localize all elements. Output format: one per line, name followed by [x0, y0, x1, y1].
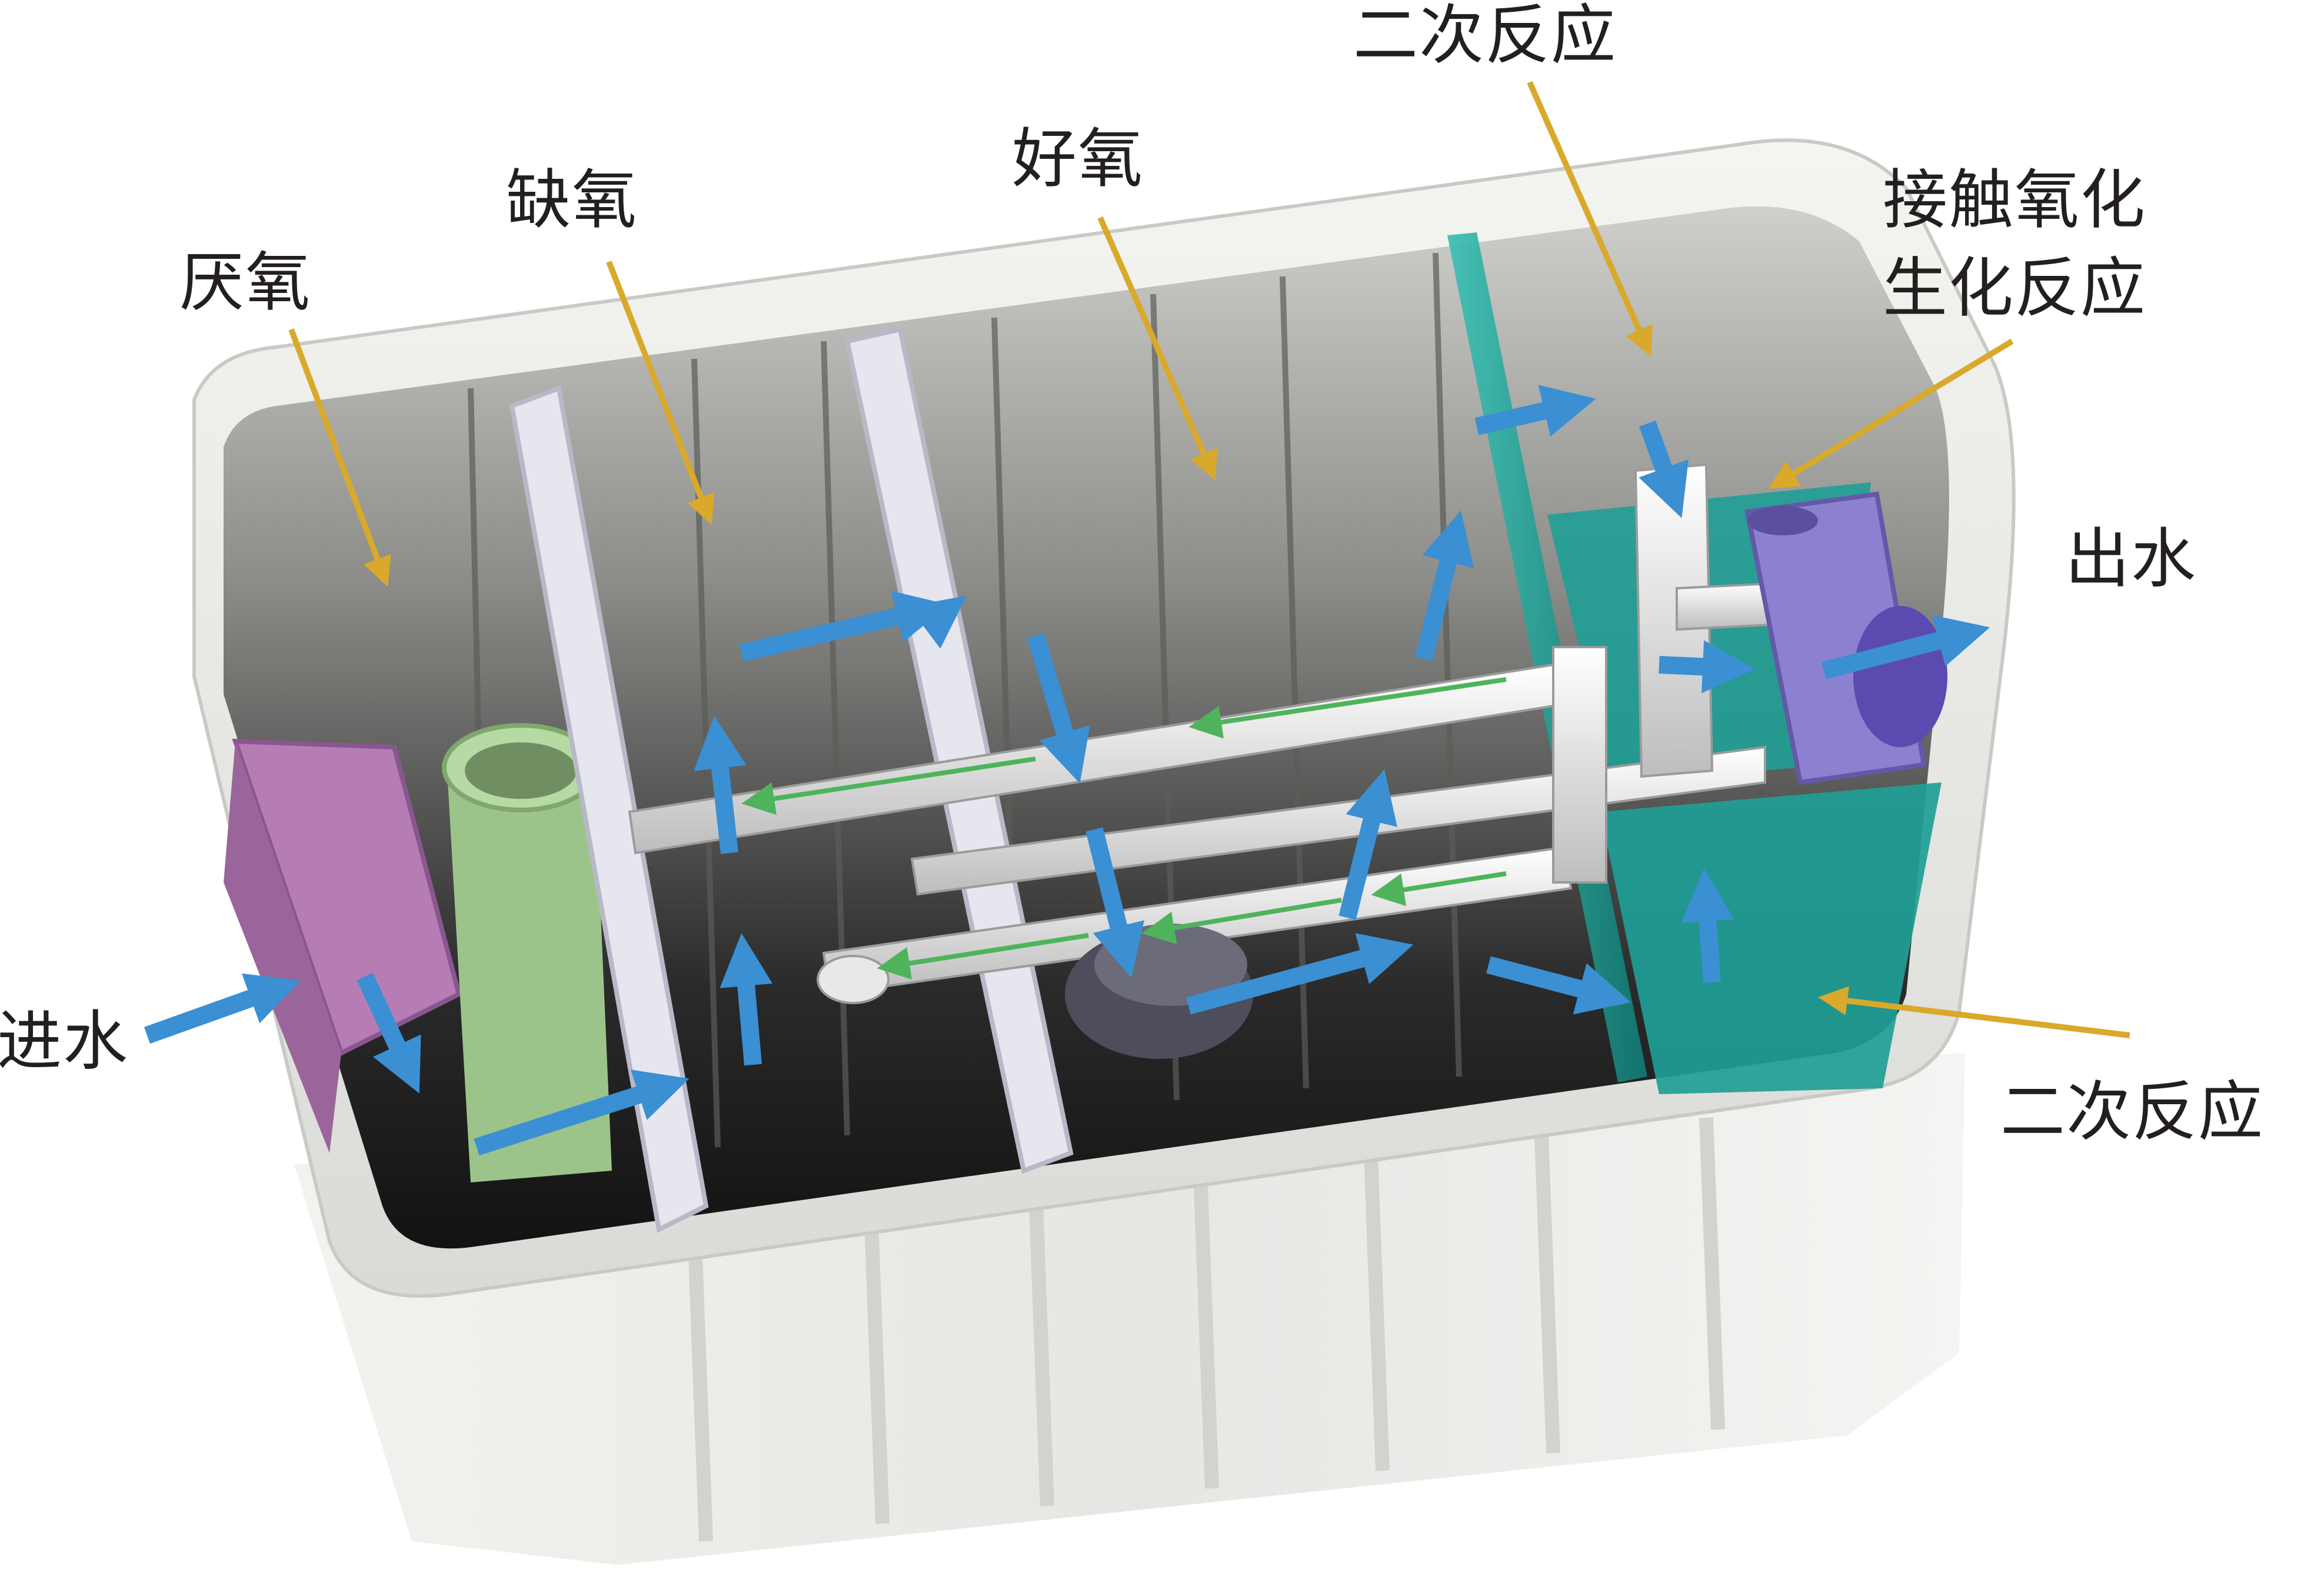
flow-arrow-down-inlet	[357, 972, 421, 1094]
pipework	[628, 463, 1796, 1004]
label-contact-oxidation-line1: 接触氧化	[1883, 162, 2146, 238]
return-arrow-5	[877, 933, 1089, 980]
label-aerobic: 好氧	[1012, 121, 1144, 196]
flow-arrows	[144, 385, 1990, 1156]
teal-panel-lower	[1600, 782, 1942, 1094]
label-anaerobic: 厌氧	[179, 245, 311, 320]
flow-arrow-inlet	[144, 973, 301, 1044]
flow-arrow-top-2	[908, 595, 967, 649]
callout-arrow-secondary-bottom	[1818, 986, 2130, 1038]
return-arrow-3	[1371, 871, 1507, 907]
flow-arrow-outlet	[1822, 615, 1990, 679]
flow-arrow-up-2	[694, 715, 747, 854]
return-arrow-2	[741, 757, 1036, 815]
label-secondary-reaction-top: 二次反应	[1353, 0, 1617, 73]
flow-arrow-down-secondary	[1639, 420, 1689, 518]
flow-arrow-bottom-1	[474, 1069, 690, 1156]
flow-arrow-up-3	[1338, 769, 1397, 920]
return-flow-arrows	[741, 677, 1507, 980]
callout-arrow-anaerobic	[288, 328, 391, 587]
tank-ribs	[687, 1117, 1725, 1542]
label-contact-oxidation-line2: 生化反应	[1883, 251, 2146, 326]
flow-arrow-up-teal	[1681, 868, 1734, 984]
callout-arrows	[288, 81, 2130, 1038]
return-arrow-1	[1188, 677, 1507, 739]
label-inlet: 进水	[0, 1004, 129, 1079]
label-anoxic: 缺氧	[506, 162, 638, 238]
callout-arrow-secondary-top	[1527, 81, 1653, 357]
callout-arrow-anoxic	[606, 261, 715, 525]
flow-arrow-to-outlet-box	[1659, 640, 1756, 694]
flow-arrow-up-4	[1415, 510, 1474, 661]
baffle-1	[509, 385, 709, 1233]
flow-arrow-up-1	[720, 933, 772, 1066]
flow-arrow-down-2	[1085, 827, 1144, 978]
inlet-pipe	[442, 723, 612, 1182]
inlet-box-side	[224, 741, 341, 1153]
flow-arrow-secondary	[1474, 385, 1596, 437]
callout-arrow-aerobic	[1097, 216, 1217, 481]
flow-arrow-bottom-2	[1186, 933, 1414, 1015]
flow-arrow-top-1	[739, 591, 949, 662]
callout-arrow-contact-oxidation	[1768, 338, 2014, 489]
label-secondary-reaction-bottom: 二次反应	[2000, 1074, 2264, 1149]
flow-arrow-down-aerobic	[1027, 632, 1090, 784]
flow-arrow-bottom-3	[1486, 956, 1631, 1015]
outlet-box	[1744, 491, 1947, 785]
label-outlet: 出水	[2065, 521, 2197, 597]
internals	[224, 232, 1947, 1233]
return-arrow-4	[1141, 898, 1342, 944]
